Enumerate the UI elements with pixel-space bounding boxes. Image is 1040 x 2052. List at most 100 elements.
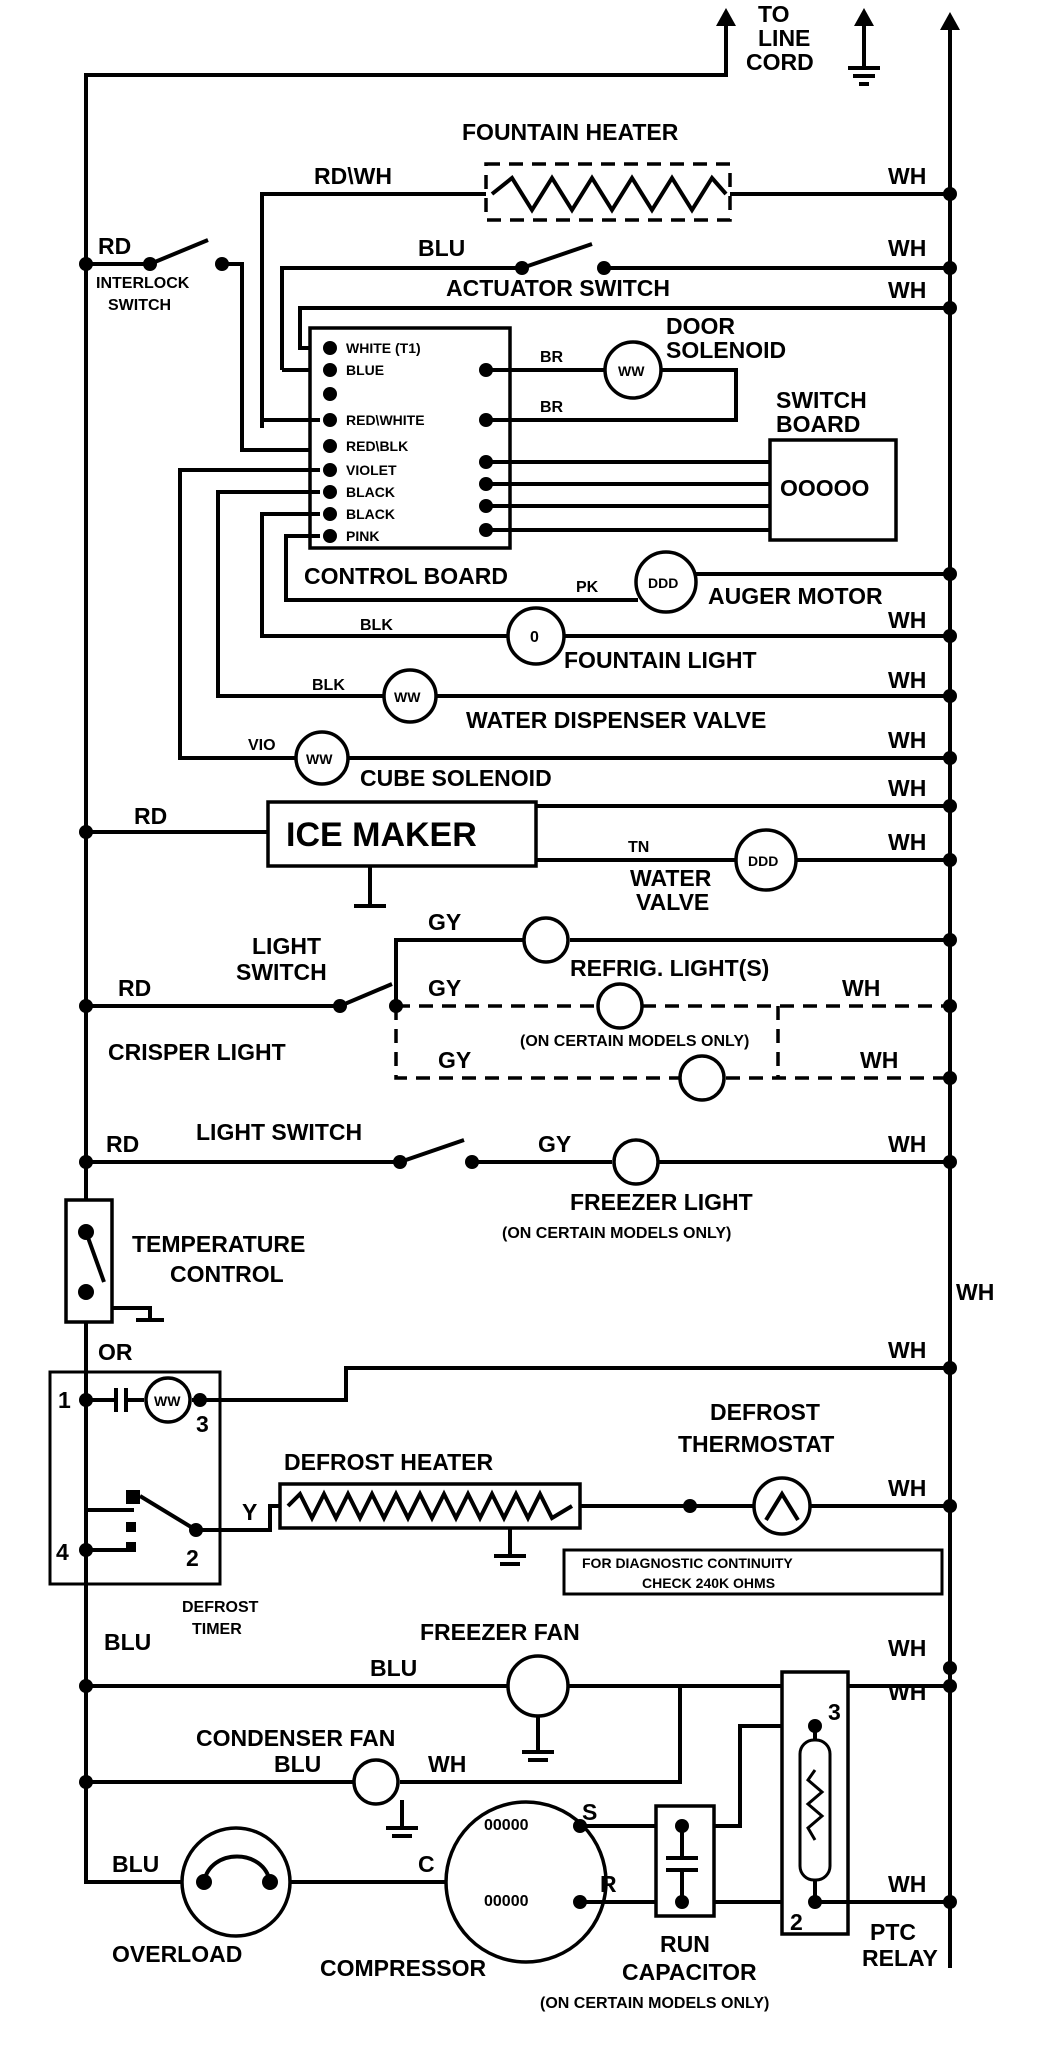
junction: [943, 1071, 957, 1085]
overload-element: [202, 1854, 272, 1883]
wh-label-13: WH: [888, 1475, 926, 1501]
freezer-light-label: FREEZER LIGHT: [570, 1189, 753, 1215]
junction: [943, 799, 957, 813]
junction: [943, 853, 957, 867]
ice-maker-ground: [354, 866, 386, 908]
rd-label-3: RD: [118, 975, 151, 1001]
switch-board-dots: OOOOO: [780, 475, 869, 501]
timer-capacitor: [114, 1388, 128, 1412]
timer-motor-glyph: WW: [154, 1393, 181, 1409]
pin-pink: PINK: [346, 528, 379, 544]
timer-contact-b: [126, 1522, 136, 1532]
timer-term-label-4: 4: [56, 1539, 69, 1565]
pin-red-white: RED\WHITE: [346, 412, 425, 428]
junction: [393, 1155, 407, 1169]
water-valve-label-1: WATER: [630, 865, 712, 891]
junction: [943, 933, 957, 947]
light-switch-label-3: LIGHT SWITCH: [196, 1119, 362, 1145]
timer-contact-c: [126, 1542, 136, 1552]
blu-label-4: BLU: [274, 1751, 321, 1777]
door-solenoid: [603, 340, 663, 400]
tn-label: TN: [628, 839, 649, 856]
defrost-heater-element: [286, 1489, 574, 1523]
control-board: [308, 326, 512, 550]
junction: [597, 261, 611, 275]
junction: [675, 1895, 689, 1909]
water-valve: [734, 828, 798, 892]
water-dispenser-glyph: WW: [394, 689, 421, 705]
junction: [79, 1155, 93, 1169]
auger-motor-glyph: DDD: [648, 575, 678, 591]
blu-label-1: BLU: [418, 235, 465, 261]
compressor-label: COMPRESSOR: [320, 1955, 487, 1981]
rd-label-1: RD: [98, 233, 131, 259]
interlock-label-1: INTERLOCK: [96, 275, 190, 292]
junction: [196, 1874, 212, 1890]
actuator-wire: [280, 266, 950, 370]
water-dispenser-wire: [216, 490, 950, 698]
freezer-fan-label: FREEZER FAN: [420, 1619, 580, 1645]
junction: [943, 1679, 957, 1693]
run-capacitor-label-2: CAPACITOR: [622, 1959, 757, 1985]
door-solenoid-wire: [486, 368, 738, 422]
crisper-light: [678, 1054, 726, 1102]
defrost-thermostat-label-2: THERMOSTAT: [678, 1431, 834, 1457]
wh-label-16: WH: [428, 1751, 466, 1777]
pin-black-1: BLACK: [346, 484, 395, 500]
tc-contact-2: [78, 1284, 94, 1300]
wh-label-7: WH: [888, 775, 926, 801]
on-certain-models-label-3: (ON CERTAIN MODELS ONLY): [540, 1995, 769, 2012]
line-cord-label-1: TO: [758, 1, 790, 27]
wh-label-2: WH: [888, 235, 926, 261]
fountain-light-wire: [260, 512, 950, 638]
interlock-label-2: SWITCH: [108, 297, 171, 314]
diagnostic-note-1: FOR DIAGNOSTIC CONTINUITY: [582, 1555, 793, 1571]
junction: [943, 301, 957, 315]
compressor-coil-r: 00000: [484, 1893, 529, 1910]
junction: [943, 261, 957, 275]
on-certain-models-label-2: (ON CERTAIN MODELS ONLY): [502, 1225, 731, 1242]
relay-term-label-2: 2: [790, 1909, 803, 1935]
cube-solenoid-label: CUBE SOLENOID: [360, 765, 552, 791]
switch-board-wires: [486, 460, 770, 532]
wh-label-12: WH: [888, 1337, 926, 1363]
overload-wire: [84, 1782, 450, 1884]
junction: [943, 751, 957, 765]
wh-label-1: WH: [888, 163, 926, 189]
timer-term-label-3: 3: [196, 1411, 209, 1437]
wh-label-3: WH: [888, 277, 926, 303]
junction: [943, 1661, 957, 1675]
s-label: S: [582, 1799, 597, 1825]
temperature-control: [64, 1198, 114, 1324]
light-switch-label-1: LIGHT: [252, 933, 321, 959]
fountain-light-label: FOUNTAIN LIGHT: [564, 647, 757, 673]
pin-violet: VIOLET: [346, 462, 397, 478]
line-bus-left: [84, 12, 728, 1882]
junction: [943, 187, 957, 201]
blk-label-2: BLK: [312, 677, 345, 694]
c-label: C: [418, 1851, 435, 1877]
freezer-fan: [506, 1654, 570, 1718]
wh-label-17: WH: [888, 1871, 926, 1897]
actuator-switch-blade: [521, 242, 593, 270]
junction: [465, 1155, 479, 1169]
ice-maker-wire: [86, 804, 950, 862]
defrost-heater-label: DEFROST HEATER: [284, 1449, 494, 1475]
refrig-light: [522, 916, 570, 964]
junction: [943, 1895, 957, 1909]
defrost-heater-wire: [196, 1504, 950, 1532]
optional-refrig-light: [596, 982, 644, 1030]
water-dispenser-label: WATER DISPENSER VALVE: [466, 707, 766, 733]
y-label: Y: [242, 1499, 257, 1525]
defrost-thermostat-symbol: [764, 1490, 800, 1522]
junction: [79, 825, 93, 839]
blu-label-5: BLU: [112, 1851, 159, 1877]
door-solenoid-label-2: SOLENOID: [666, 337, 786, 363]
junction: [262, 1874, 278, 1890]
condenser-fan-wire: [86, 1686, 682, 1784]
temperature-control-label-1: TEMPERATURE: [132, 1231, 305, 1257]
run-capacitor-label-1: RUN: [660, 1931, 710, 1957]
junction: [808, 1719, 822, 1733]
crisper-light-label: CRISPER LIGHT: [108, 1039, 286, 1065]
